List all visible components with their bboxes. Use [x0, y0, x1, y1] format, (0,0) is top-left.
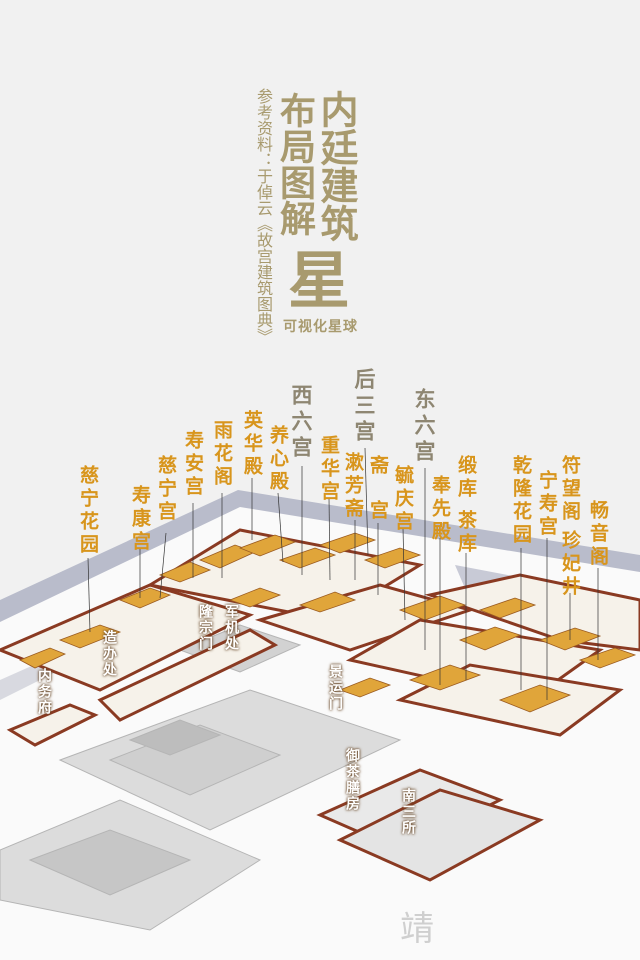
group-label-east-six-palaces: 东六宫 [412, 388, 437, 466]
map-ghost-text: 靖 [400, 909, 434, 949]
brand-name: 可视化星球 [283, 319, 358, 335]
group-label-rear-three-palaces: 后三宫 [352, 368, 377, 446]
map-label-south-three-residences: 南三所 [400, 788, 416, 836]
outer-court [0, 624, 402, 931]
label-cining-palace: 慈宁宫 [155, 455, 177, 524]
map-label-imperial-kitchen: 御茶膳房 [344, 748, 360, 812]
label-yuhua-pavilion: 雨花阁 [211, 420, 233, 489]
label-tea-storehouse: 茶库 [455, 510, 477, 556]
label-zhenfei-well: 珍妃井 [559, 530, 581, 599]
group-label-west-six-palaces: 西六宫 [289, 384, 314, 462]
label-ningshou-palace: 宁寿宫 [536, 470, 558, 539]
label-yuqing-palace: 毓庆宫 [392, 465, 414, 534]
label-cining-garden: 慈宁花园 [77, 465, 99, 557]
label-zhai-palace: 斋宫 [367, 455, 389, 545]
map-label-neiwu-office: 内务府 [36, 668, 52, 716]
map-label-grand-council: 军机处 [223, 604, 239, 652]
label-changyin-pavilion: 畅音阁 [587, 500, 609, 569]
leader-lines [87, 447, 599, 700]
label-chonghua-palace: 重华宫 [318, 435, 340, 504]
label-qianlong-garden: 乾隆花园 [510, 455, 532, 547]
label-fengxian-hall: 奉先殿 [429, 475, 451, 544]
logo-glyph: 星 [288, 244, 351, 317]
map-label-longzong-gate: 隆宗门 [197, 604, 213, 652]
label-yinghua-hall: 英华殿 [241, 410, 263, 479]
label-shouan-palace: 寿安宫 [182, 430, 204, 499]
label-shufang-studio: 漱芳斋 [342, 452, 364, 521]
map-label-zaoban-office: 造办处 [101, 630, 117, 678]
palace-roofs [19, 532, 637, 713]
label-shoukang-palace: 寿康宫 [129, 485, 151, 554]
reference-note: 参考资料：于倬云《故宫建筑图典》 [254, 88, 273, 344]
outer-wall [0, 490, 640, 622]
map-label-jingyun-gate: 景运门 [327, 664, 343, 712]
title-sub: 布局图解 [274, 92, 316, 236]
label-fuwang-pavilion: 符望阁 [559, 455, 581, 524]
label-satin-storehouse: 缎库 [455, 455, 477, 501]
label-yangxin-hall: 养心殿 [267, 425, 289, 494]
title-main: 内廷建筑 [314, 90, 359, 242]
